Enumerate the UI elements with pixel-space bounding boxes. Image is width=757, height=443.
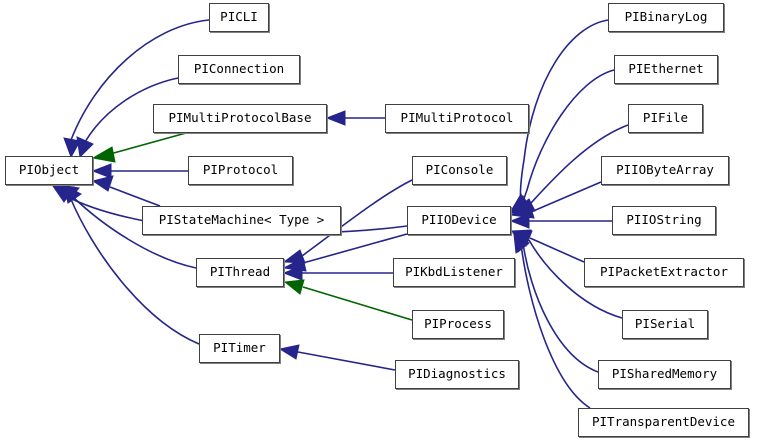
node-piiodevice[interactable]: PIIODevice xyxy=(407,206,511,235)
node-pisharedmemory[interactable]: PISharedMemory xyxy=(598,360,731,389)
node-piiostring[interactable]: PIIOString xyxy=(612,206,716,235)
node-label: PIProcess xyxy=(424,316,492,332)
node-label: PIMultiProtocolBase xyxy=(168,110,312,126)
edge-picli-to-piobject xyxy=(63,19,210,159)
node-pidiagnostics[interactable]: PIDiagnostics xyxy=(395,360,519,389)
node-pitransparentdevice[interactable]: PITransparentDevice xyxy=(578,408,749,437)
node-label: PIMultiProtocol xyxy=(400,110,514,126)
node-piprotocol[interactable]: PIProtocol xyxy=(188,156,293,185)
node-pithread[interactable]: PIThread xyxy=(196,258,284,287)
node-pifile[interactable]: PIFile xyxy=(628,104,703,133)
node-label: PIEthernet xyxy=(628,61,704,77)
edge-piprocess-to-pithread xyxy=(283,279,413,321)
node-label: PIObject xyxy=(18,162,80,178)
node-label: PIPacketExtractor xyxy=(600,264,728,280)
node-label: PIBinaryLog xyxy=(624,9,708,25)
node-pimultiprotocol[interactable]: PIMultiProtocol xyxy=(385,104,529,133)
node-piserial[interactable]: PISerial xyxy=(622,310,708,339)
node-piconnection[interactable]: PIConnection xyxy=(178,55,300,84)
node-label: PIConsole xyxy=(425,162,494,178)
node-label: PIIODevice xyxy=(421,212,497,228)
node-piiobytearray[interactable]: PIIOByteArray xyxy=(601,156,729,185)
edge-pidiagnostics-to-pitimer xyxy=(278,344,396,371)
edge-pitransparentdevice-to-piiodevice xyxy=(513,232,591,409)
node-pistatemachine[interactable]: PIStateMachine< Type > xyxy=(142,206,341,235)
node-label: PIFile xyxy=(642,110,689,126)
node-label: PICLI xyxy=(220,9,258,25)
node-label: PITimer xyxy=(213,340,266,356)
edge-piprotocol-to-piobject xyxy=(91,163,188,179)
node-label: PIKbdListener xyxy=(405,264,503,280)
node-label: PIIOString xyxy=(626,212,702,228)
node-pimultiprotocolbase[interactable]: PIMultiProtocolBase xyxy=(153,104,327,133)
node-label: PIThread xyxy=(209,264,271,280)
node-label: PISerial xyxy=(634,316,696,332)
node-label: PISharedMemory xyxy=(611,366,718,382)
node-label: PIIOByteArray xyxy=(616,162,714,178)
node-pikbdlistener[interactable]: PIKbdListener xyxy=(393,258,515,287)
node-label: PITransparentDevice xyxy=(592,414,735,430)
node-pitimer[interactable]: PITimer xyxy=(199,334,280,363)
edge-pimultiprotocolbase-to-piobject xyxy=(91,132,187,163)
node-label: PIConnection xyxy=(193,61,285,77)
node-picli[interactable]: PICLI xyxy=(209,3,269,32)
node-pipacketextractor[interactable]: PIPacketExtractor xyxy=(584,258,744,287)
node-pibinarylog[interactable]: PIBinaryLog xyxy=(608,3,724,32)
node-label: PIProtocol xyxy=(202,162,279,178)
edge-piconnection-to-piobject xyxy=(76,77,179,159)
node-label: PIDiagnostics xyxy=(408,366,506,382)
node-label: PIStateMachine< Type > xyxy=(158,212,325,228)
edge-pimultiprotocol-to-pimultiprotocolbase xyxy=(325,110,385,126)
edge-pistatemachine-to-piobject xyxy=(91,175,161,207)
node-piconsole[interactable]: PIConsole xyxy=(412,156,507,185)
node-piobject[interactable]: PIObject xyxy=(5,156,93,185)
node-piprocess[interactable]: PIProcess xyxy=(412,310,504,339)
edge-pikbdlistener-to-pithread xyxy=(282,265,393,281)
node-piethernet[interactable]: PIEthernet xyxy=(614,55,718,84)
edge-piiostring-to-piiodevice xyxy=(509,213,612,229)
edge-pisharedmemory-to-piiodevice xyxy=(513,232,599,373)
